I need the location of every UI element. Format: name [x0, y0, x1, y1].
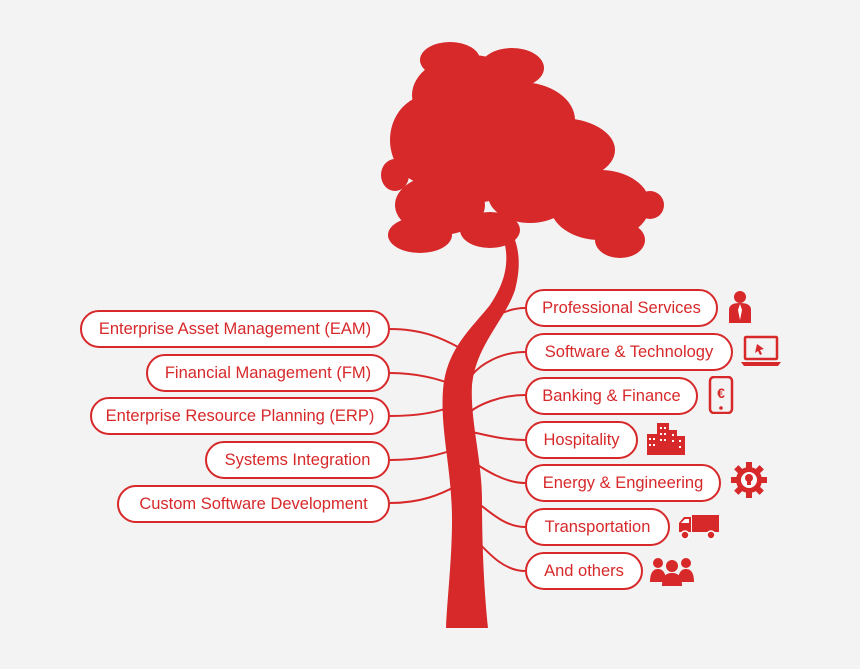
pill-transportation: Transportation: [525, 508, 670, 546]
pill-label: Enterprise Resource Planning (ERP): [106, 407, 375, 426]
people-group-icon: [648, 556, 696, 586]
truck-icon: [678, 514, 720, 540]
buildings-icon: [646, 420, 686, 456]
pill-label: Transportation: [545, 518, 651, 537]
pill-and-others: And others: [525, 552, 643, 590]
gear-bulb-icon: [730, 461, 768, 499]
phone-euro-icon: €: [708, 376, 734, 414]
pill-energy-engineering: Energy & Engineering: [525, 464, 721, 502]
pill-label: And others: [544, 562, 624, 581]
pill-label: Energy & Engineering: [543, 474, 704, 493]
pill-banking-finance: Banking & Finance: [525, 377, 698, 415]
pill-hospitality: Hospitality: [525, 421, 638, 459]
pill-label: Professional Services: [542, 299, 701, 318]
pill-software-technology: Software & Technology: [525, 333, 733, 371]
pill-label: Hospitality: [543, 431, 619, 450]
pill-label: Financial Management (FM): [165, 364, 371, 383]
laptop-icon: [740, 335, 782, 367]
pill-label: Software & Technology: [545, 343, 713, 362]
pill-professional-services: Professional Services: [525, 289, 718, 327]
pill-label: Enterprise Asset Management (EAM): [99, 320, 371, 339]
pill-erp: Enterprise Resource Planning (ERP): [90, 397, 390, 435]
svg-text:€: €: [717, 385, 725, 401]
pill-systems-integration: Systems Integration: [205, 441, 390, 479]
pill-label: Custom Software Development: [139, 495, 367, 514]
person-icon: [728, 290, 752, 324]
pill-eam: Enterprise Asset Management (EAM): [80, 310, 390, 348]
pill-custom-software: Custom Software Development: [117, 485, 390, 523]
pill-label: Banking & Finance: [542, 387, 681, 406]
pill-label: Systems Integration: [225, 451, 371, 470]
pill-fm: Financial Management (FM): [146, 354, 390, 392]
